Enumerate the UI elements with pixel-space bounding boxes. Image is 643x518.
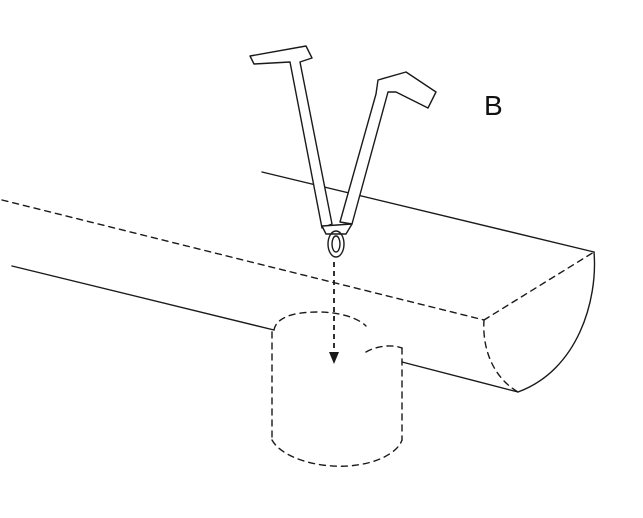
gutter-front-bottom-edge-left (11, 265, 275, 331)
drop-arrow-head (329, 352, 339, 364)
gutter-front-bottom-edge-right (401, 361, 519, 393)
strap-loop (327, 230, 345, 258)
drop-arrow (329, 262, 339, 364)
gutter-end-cap-curve (517, 251, 596, 393)
outlet-top-curve (273, 311, 367, 331)
strap-right-arm (339, 71, 437, 225)
strap-left-arm (249, 45, 333, 229)
outlet-bottom-curve (271, 439, 403, 467)
gutter-front-top-hidden-edge (1, 199, 485, 321)
gutter-end-cap-hidden-curve (483, 319, 519, 393)
downspout-outlet (271, 311, 403, 467)
step-label: B (484, 90, 503, 121)
gutter-back-edge (261, 171, 595, 253)
gutter-end-top-hidden-edge (483, 251, 595, 321)
strap-join (321, 223, 353, 235)
gutter (1, 171, 596, 393)
outlet-cut-edge (365, 345, 403, 353)
hanger-strap (249, 45, 437, 258)
strap-loop-inner (331, 235, 341, 253)
